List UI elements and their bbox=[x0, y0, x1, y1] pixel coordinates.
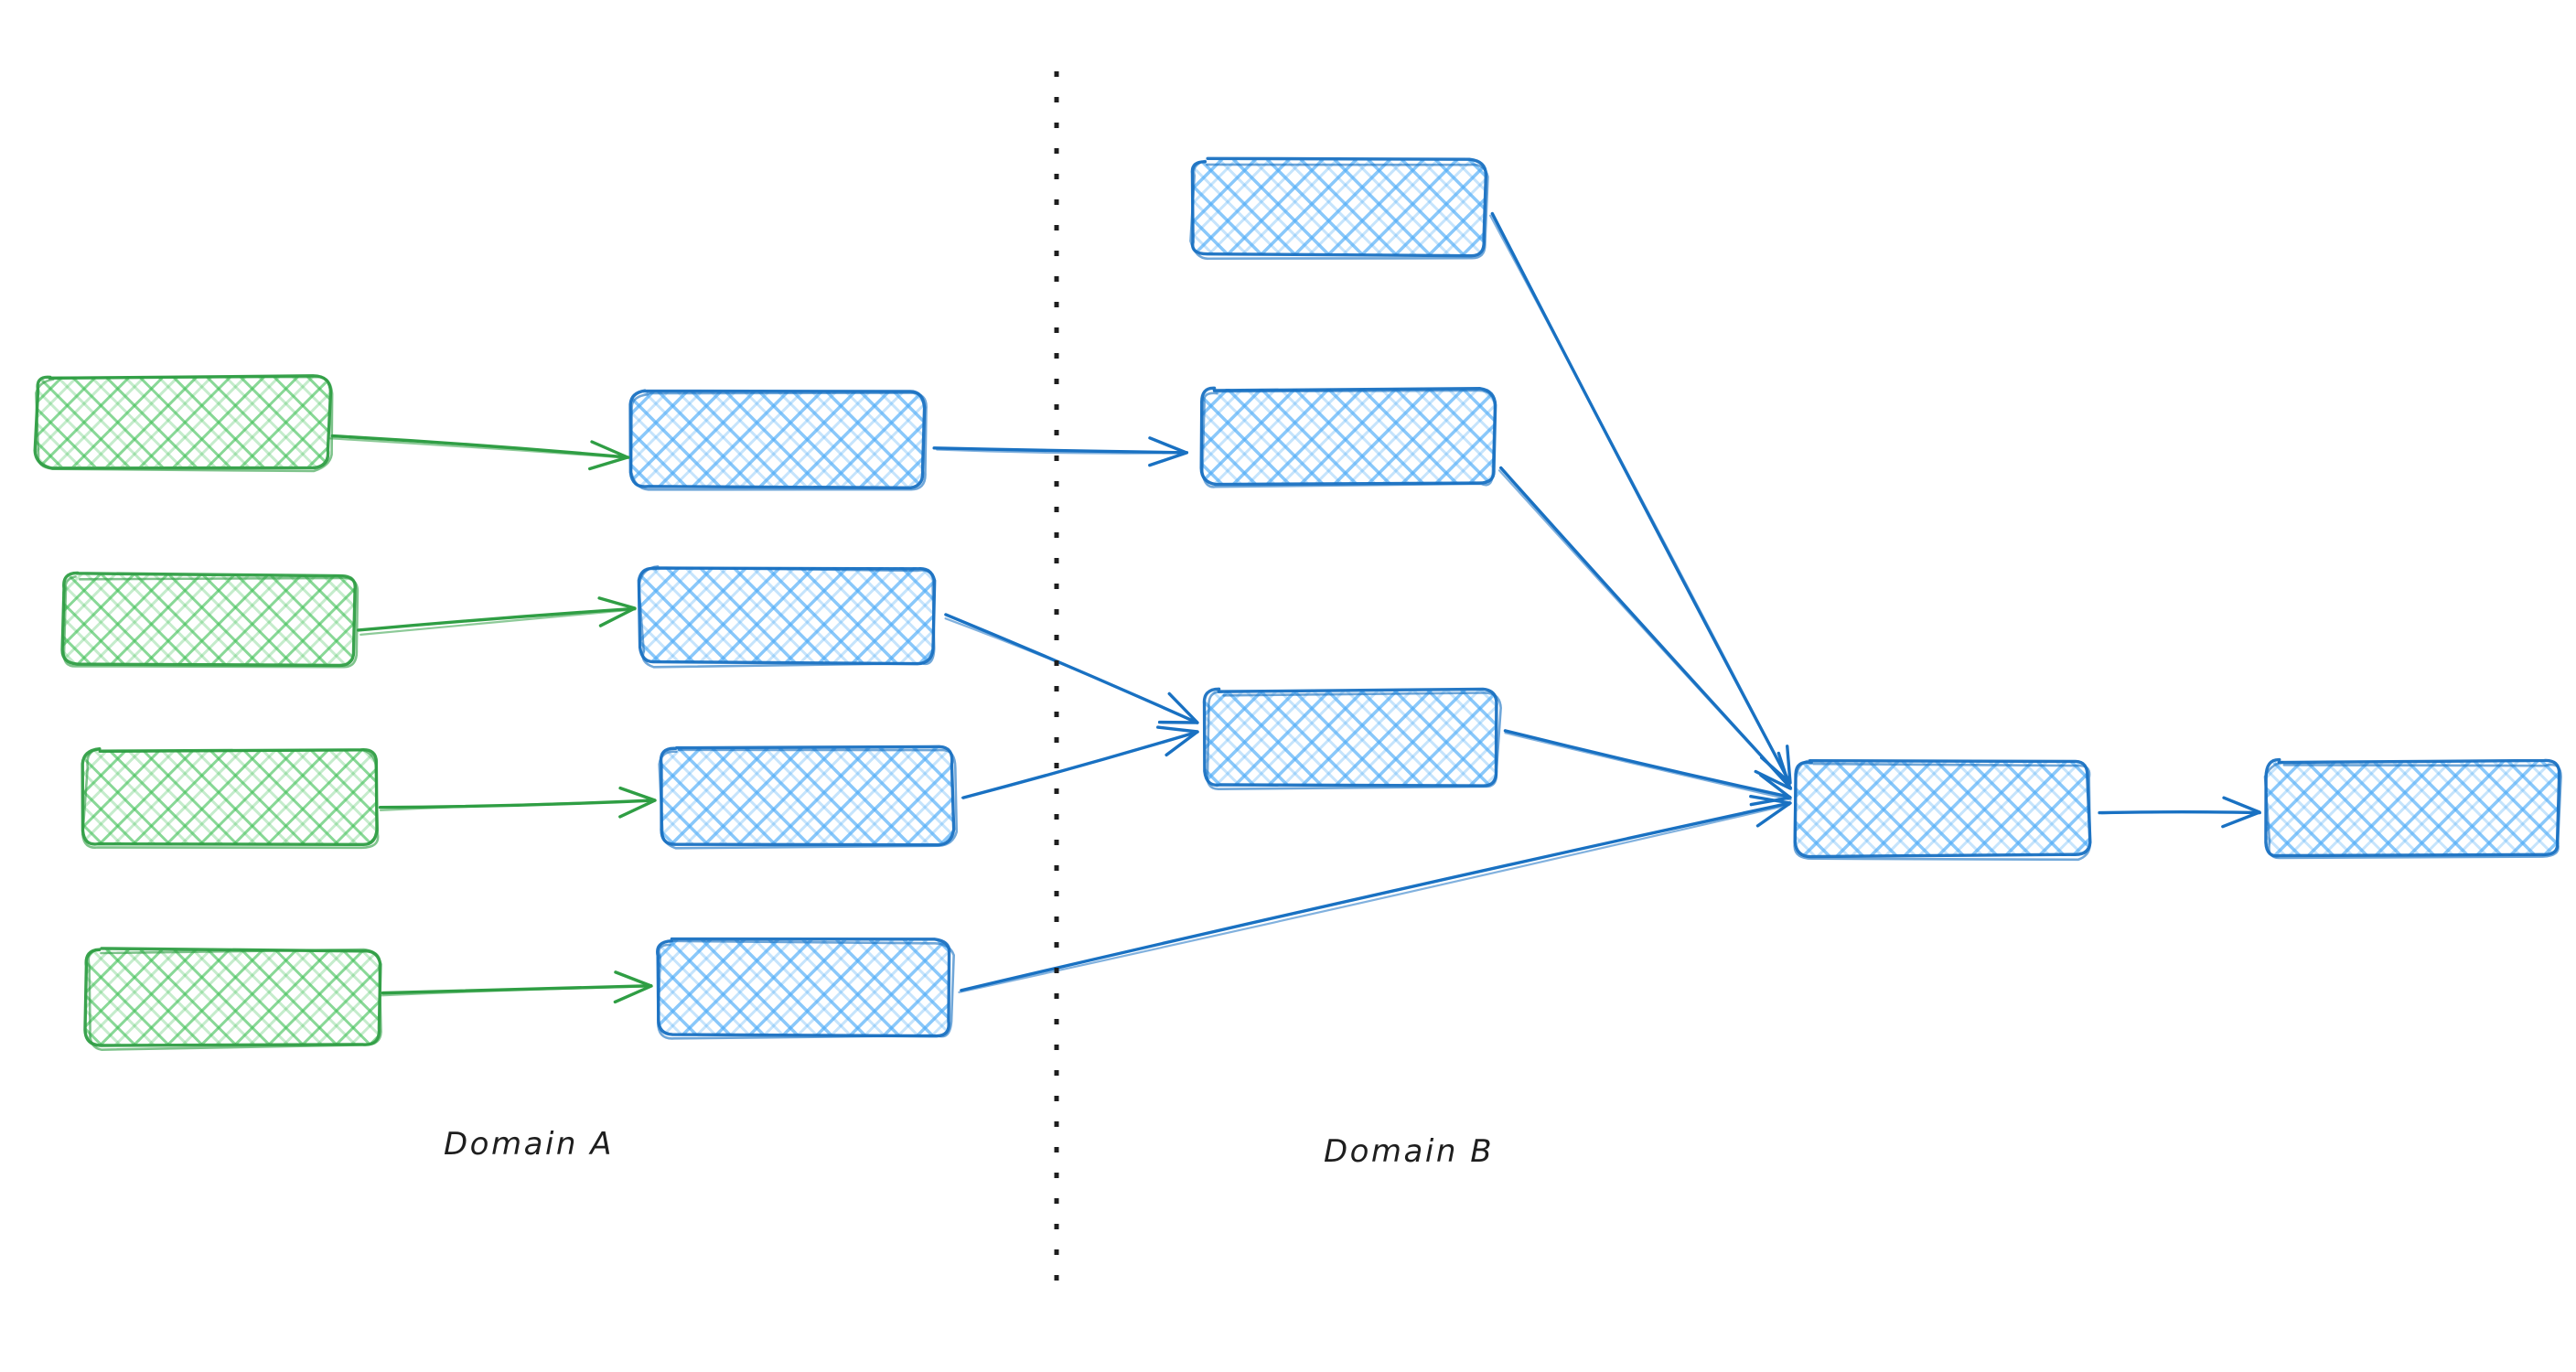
label-domain-b: Domain B bbox=[1324, 1133, 1494, 1170]
labels-layer: Domain A Domain B bbox=[444, 1126, 1494, 1170]
node-b4[interactable] bbox=[656, 937, 955, 1040]
node-b3[interactable] bbox=[658, 745, 959, 850]
node-d1[interactable] bbox=[1793, 758, 2092, 862]
label-domain-a: Domain A bbox=[444, 1126, 614, 1163]
edge-a1-to-b1 bbox=[328, 434, 630, 471]
node-b2[interactable] bbox=[637, 565, 937, 669]
edge-a4-to-b4 bbox=[381, 970, 653, 1004]
edge-b1-to-c2 bbox=[932, 436, 1189, 467]
edge-c1-to-d1 bbox=[1489, 211, 1792, 785]
node-a4[interactable] bbox=[83, 947, 382, 1051]
node-b1[interactable] bbox=[628, 389, 928, 491]
edge-b4-to-d1 bbox=[958, 795, 1792, 993]
node-c2[interactable] bbox=[1199, 386, 1497, 488]
edge-a3-to-b3 bbox=[378, 786, 657, 819]
edge-d1-to-e1 bbox=[2098, 796, 2261, 829]
nodes-layer bbox=[33, 156, 2562, 1051]
node-a3[interactable] bbox=[80, 746, 380, 850]
node-c1[interactable] bbox=[1189, 156, 1489, 261]
edge-a2-to-b2 bbox=[357, 596, 637, 636]
edge-c3-to-d1 bbox=[1503, 729, 1792, 807]
node-e1[interactable] bbox=[2263, 757, 2562, 860]
node-a1[interactable] bbox=[33, 374, 334, 473]
edge-c2-to-d1 bbox=[1497, 466, 1793, 790]
edge-b2-to-c3 bbox=[944, 613, 1199, 724]
edges-layer bbox=[328, 211, 2261, 1004]
edge-b3-to-c3 bbox=[961, 725, 1199, 799]
node-a2[interactable] bbox=[60, 571, 360, 669]
node-c3[interactable] bbox=[1202, 687, 1502, 790]
